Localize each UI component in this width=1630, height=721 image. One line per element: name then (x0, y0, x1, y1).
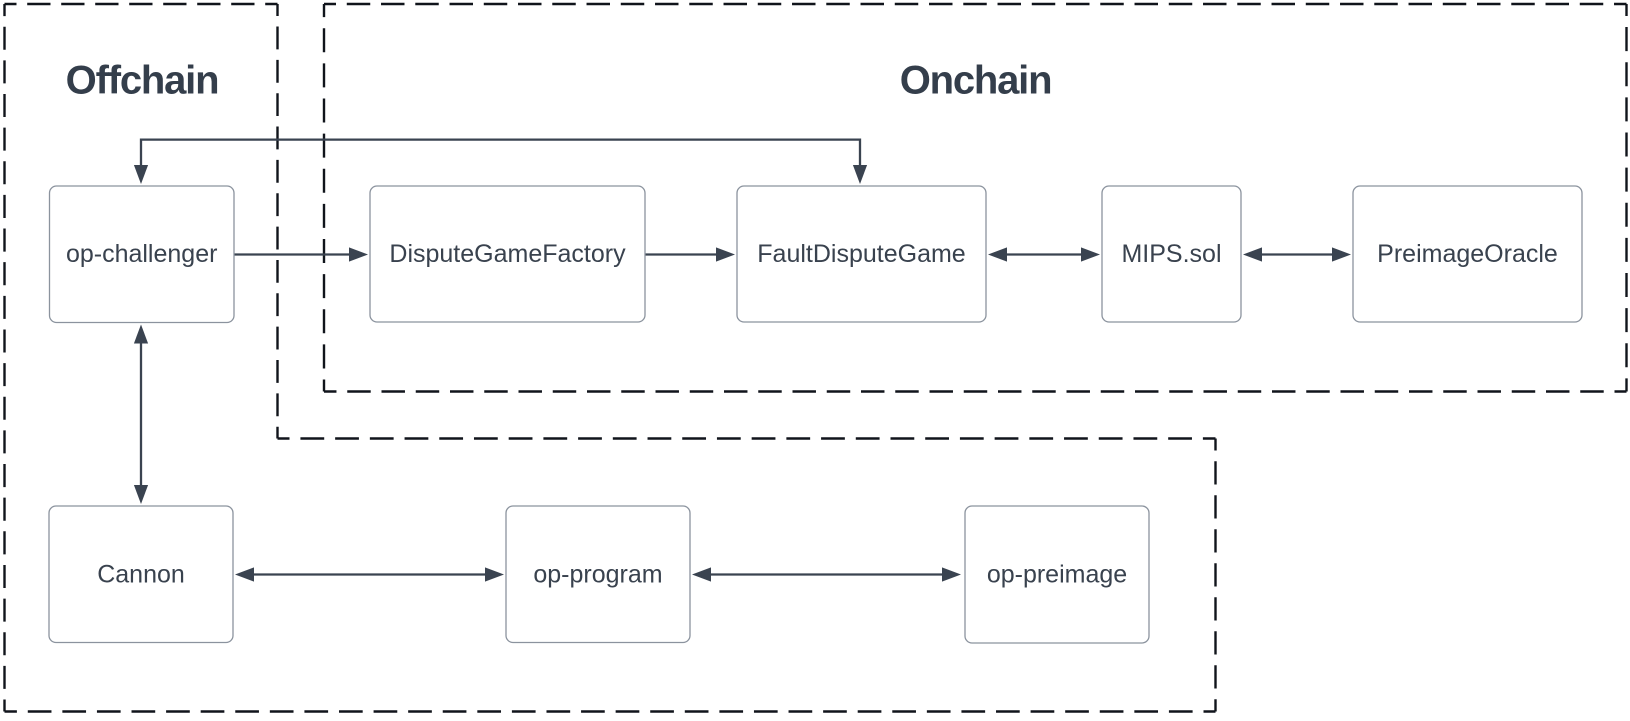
svg-text:Cannon: Cannon (97, 561, 185, 589)
svg-text:op-challenger: op-challenger (66, 240, 218, 268)
svg-text:op-preimage: op-preimage (987, 561, 1127, 589)
svg-text:PreimageOracle: PreimageOracle (1377, 240, 1558, 268)
svg-text:MIPS.sol: MIPS.sol (1121, 240, 1221, 268)
svg-text:DisputeGameFactory: DisputeGameFactory (389, 240, 626, 268)
svg-text:op-program: op-program (533, 561, 662, 589)
svg-text:FaultDisputeGame: FaultDisputeGame (757, 240, 965, 268)
svg-text:Offchain: Offchain (66, 59, 219, 103)
svg-text:Onchain: Onchain (900, 59, 1052, 103)
